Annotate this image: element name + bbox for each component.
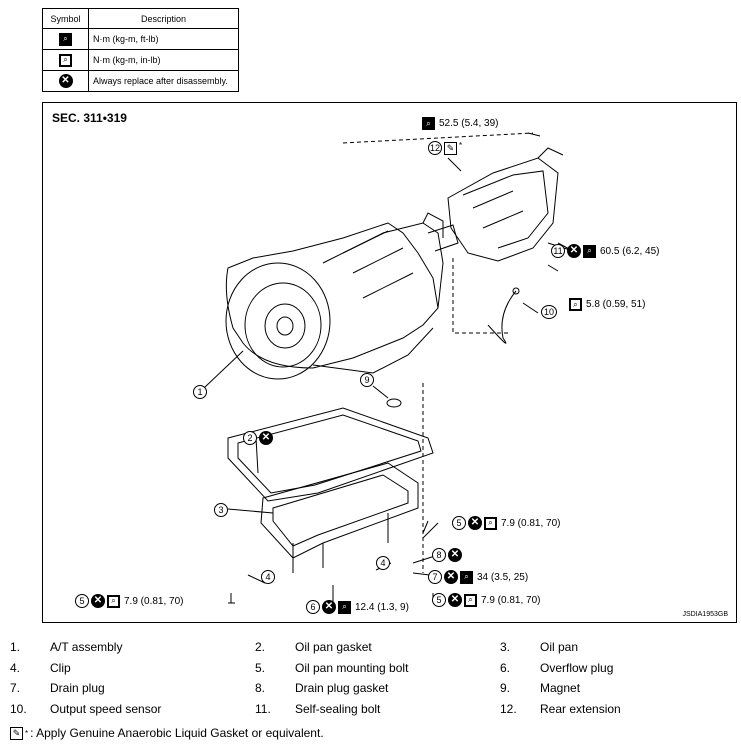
- callout-12: 12 ✎ *: [428, 141, 463, 155]
- diagram-artwork: [204, 132, 574, 604]
- list-item: 2.Oil pan gasket: [255, 640, 372, 654]
- always-replace-icon: ✕: [444, 570, 458, 584]
- always-replace-icon: ✕: [322, 600, 336, 614]
- list-item: 8.Drain plug gasket: [255, 681, 389, 695]
- table-row: ⌕ N·m (kg-m, in-lb): [42, 49, 239, 71]
- list-item: 10.Output speed sensor: [10, 701, 162, 716]
- gasket-icon: ✎: [444, 141, 457, 155]
- always-replace-icon: ✕: [468, 516, 482, 530]
- parts-row: 7.Drain plug 8.Drain plug gasket 9.Magne…: [10, 681, 735, 702]
- always-replace-icon: ✕: [58, 74, 73, 88]
- symbol-description: Always replace after disassembly.: [88, 70, 239, 92]
- parts-row: 10.Output speed sensor 11.Self-sealing b…: [10, 702, 735, 723]
- symbol-description: N·m (kg-m, ft-lb): [88, 28, 239, 50]
- list-item: 5.Oil pan mounting bolt: [255, 660, 409, 675]
- gasket-note: ✎ * : Apply Genuine Anaerobic Liquid Gas…: [10, 726, 324, 740]
- callout-3: 3: [214, 503, 228, 517]
- torque-ft-lb-icon: ⌕: [59, 32, 72, 46]
- callout-8: 8 ✕: [432, 548, 462, 562]
- callout-7: 7 ✕ ⌕ 34 (3.5, 25): [428, 570, 528, 584]
- parts-row: 4.Clip 5.Oil pan mounting bolt 6.Overflo…: [10, 661, 735, 682]
- always-replace-icon: ✕: [91, 594, 105, 608]
- list-item: 1.A/T assembly: [10, 640, 123, 654]
- torque-in-lb-icon: ⌕: [569, 298, 582, 311]
- torque-in-lb-icon: ⌕: [484, 516, 497, 530]
- callout-10: 10: [541, 305, 557, 319]
- gasket-icon: ✎: [10, 726, 23, 740]
- torque-ft-lb-icon: ⌕: [583, 244, 596, 258]
- callout-1: 1: [193, 385, 207, 399]
- symbol-header: Symbol: [42, 8, 89, 29]
- list-item: 7.Drain plug: [10, 681, 105, 695]
- callout-5-right: 5 ✕ ⌕ 7.9 (0.81, 70): [452, 516, 560, 530]
- list-item: 11.Self-sealing bolt: [255, 701, 381, 716]
- callout-4-right: 4: [376, 556, 390, 570]
- list-item: 3.Oil pan: [500, 640, 579, 654]
- torque-ft-lb-icon: ⌕: [422, 117, 435, 130]
- callout-5-left: 5 ✕ ⌕ 7.9 (0.81, 70): [75, 594, 183, 608]
- torque-in-lb-icon: ⌕: [59, 53, 72, 67]
- list-item: 6.Overflow plug: [500, 660, 614, 675]
- torque-ft-lb-icon: ⌕: [460, 570, 473, 584]
- callout-6: 6 ✕ ⌕ 12.4 (1.3, 9): [306, 600, 409, 614]
- callout-5-bottom: 5 ✕ ⌕ 7.9 (0.81, 70): [432, 593, 540, 607]
- torque-in-lb-icon: ⌕: [464, 593, 477, 607]
- section-title: SEC. 311•319: [52, 111, 127, 125]
- list-item: 4.Clip: [10, 660, 71, 675]
- exploded-diagram: SEC. 311•319 JSDIA1953GB ⌕ 52.5 (5.4, 39…: [42, 102, 737, 623]
- callout-2: 2 ✕: [243, 431, 273, 445]
- list-item: 9.Magnet: [500, 681, 581, 695]
- diagram-code: JSDIA1953GB: [682, 611, 728, 618]
- parts-list: 1.A/T assembly 2.Oil pan gasket 3.Oil pa…: [10, 640, 735, 722]
- always-replace-icon: ✕: [448, 593, 462, 607]
- always-replace-icon: ✕: [448, 548, 462, 562]
- torque-ft-lb-icon: ⌕: [338, 600, 351, 614]
- symbol-description: N·m (kg-m, in-lb): [88, 49, 239, 71]
- description-header: Description: [88, 8, 239, 29]
- callout-top-torque: ⌕ 52.5 (5.4, 39): [422, 117, 498, 130]
- callout-9: 9: [360, 373, 374, 387]
- always-replace-icon: ✕: [259, 431, 273, 445]
- callout-sensor-torque: ⌕ 5.8 (0.59, 51): [569, 298, 645, 311]
- table-row: ⌕ N·m (kg-m, ft-lb): [42, 28, 239, 50]
- symbol-table: Symbol Description ⌕ N·m (kg-m, ft-lb) ⌕…: [42, 8, 239, 92]
- table-row: ✕ Always replace after disassembly.: [42, 70, 239, 92]
- list-item: 12.Rear extension: [500, 701, 621, 716]
- torque-in-lb-icon: ⌕: [107, 594, 120, 608]
- callout-11: 11 ✕ ⌕ 60.5 (6.2, 45): [551, 244, 659, 258]
- parts-row: 1.A/T assembly 2.Oil pan gasket 3.Oil pa…: [10, 640, 735, 661]
- callout-4-left: 4: [261, 570, 275, 584]
- always-replace-icon: ✕: [567, 244, 581, 258]
